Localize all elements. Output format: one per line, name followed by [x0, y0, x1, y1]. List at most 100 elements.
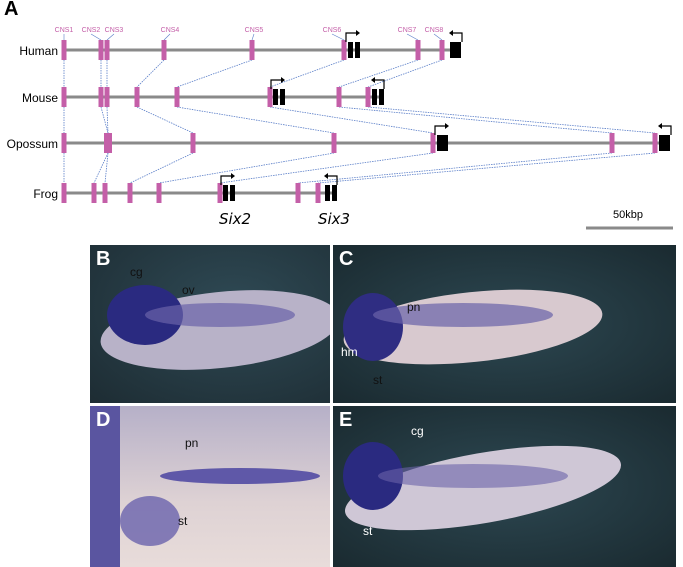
homology-link [176, 59, 253, 88]
gene-exon [379, 89, 384, 105]
cns-label-leader [106, 33, 115, 41]
gene-exon [325, 185, 330, 201]
homology-link [100, 106, 109, 134]
cns-element [134, 87, 140, 107]
embryo-e [343, 442, 622, 531]
panel-b-letter: B [96, 248, 111, 270]
tss-arrowhead-icon [658, 123, 662, 129]
cns-label-leader [406, 33, 419, 41]
panel-c-image: C pn hm st [333, 245, 676, 403]
panel-b-image: B cg ov [90, 245, 330, 403]
scale-bar-label: 50kbp [613, 209, 643, 221]
gene-exon [332, 185, 337, 201]
tss-arrowhead-icon [449, 30, 453, 36]
cns-element [315, 183, 321, 203]
gene-exon [659, 135, 670, 151]
embryo-c [343, 289, 603, 365]
cns-element [430, 133, 436, 153]
tss-arrow-icon [375, 79, 385, 89]
homology-link [136, 106, 194, 134]
homology-link [104, 152, 109, 184]
cns-element [609, 133, 615, 153]
panel-e-letter: E [339, 409, 353, 431]
cns-label-leader [433, 33, 443, 41]
gene-label-six2: Six2 [219, 210, 251, 228]
panel-c-letter: C [339, 248, 354, 270]
cns-element [61, 133, 67, 153]
cns-label: CNS3 [105, 27, 124, 34]
cns-element [104, 133, 112, 153]
cns-label: CNS5 [245, 27, 264, 34]
cns-element [174, 87, 180, 107]
gene-exon [355, 42, 360, 58]
homology-link [129, 152, 194, 184]
cns-element [91, 183, 97, 203]
cns-label-leader [331, 33, 345, 41]
cns-element [336, 87, 342, 107]
cns-element [61, 183, 67, 203]
cns-label: CNS8 [425, 27, 444, 34]
cns-label-leader [90, 33, 102, 41]
cns-element [127, 183, 133, 203]
homology-link [297, 152, 613, 184]
tss-arrowhead-icon [281, 77, 285, 83]
homology-link [367, 59, 443, 88]
panel-d-image: D pn st [90, 406, 330, 567]
tss-arrow-icon [220, 175, 231, 185]
cns-element [61, 87, 67, 107]
species-label: Opossum [7, 137, 58, 151]
cns-element [190, 133, 196, 153]
cns-element [104, 87, 110, 107]
homology-link [106, 106, 109, 134]
gene-exon [280, 89, 285, 105]
label-cg: cg [411, 424, 424, 438]
label-pn: pn [185, 436, 199, 450]
homology-link [136, 59, 165, 88]
label-st: st [373, 373, 383, 387]
cns-element [61, 40, 67, 60]
panel-e-image: E cg st [333, 406, 676, 567]
gene-exon [450, 42, 461, 58]
cns-element [156, 183, 162, 203]
embryo-b [100, 285, 330, 370]
homology-link [338, 106, 613, 134]
tss-arrowhead-icon [231, 173, 235, 179]
homology-link [158, 152, 335, 184]
cns-label-leader [163, 33, 171, 41]
cns-element [161, 40, 167, 60]
homology-link [269, 59, 345, 88]
tss-arrowhead-icon [445, 123, 449, 129]
cns-label-leader [251, 33, 255, 41]
cns-element [652, 133, 658, 153]
cns-element [365, 87, 371, 107]
panel-a-letter: A [4, 0, 19, 20]
tss-arrow-icon [270, 79, 281, 89]
cns-label: CNS6 [323, 27, 342, 34]
gene-exon [372, 89, 377, 105]
panel-d-letter: D [96, 409, 111, 431]
tss-arrow-icon [453, 32, 463, 42]
tss-arrow-icon [328, 175, 338, 185]
cns-element [98, 87, 104, 107]
label-cg: cg [130, 265, 143, 279]
gene-exon [348, 42, 353, 58]
cns-label: CNS4 [161, 27, 180, 34]
cns-label: CNS7 [398, 27, 417, 34]
cns-element [295, 183, 301, 203]
cns-element [102, 183, 108, 203]
gene-label-six3: Six3 [318, 210, 350, 228]
label-hm: hm [341, 345, 358, 359]
species-label: Human [19, 44, 58, 58]
homology-link [93, 152, 109, 184]
label-st: st [178, 514, 188, 528]
cns-label: CNS1 [55, 27, 74, 34]
cns-element [267, 87, 273, 107]
cns-element [98, 40, 104, 60]
label-st: st [363, 524, 373, 538]
tss-arrowhead-icon [356, 30, 360, 36]
tss-arrow-icon [434, 125, 445, 135]
cns-element [217, 183, 223, 203]
label-ov: ov [182, 283, 195, 297]
